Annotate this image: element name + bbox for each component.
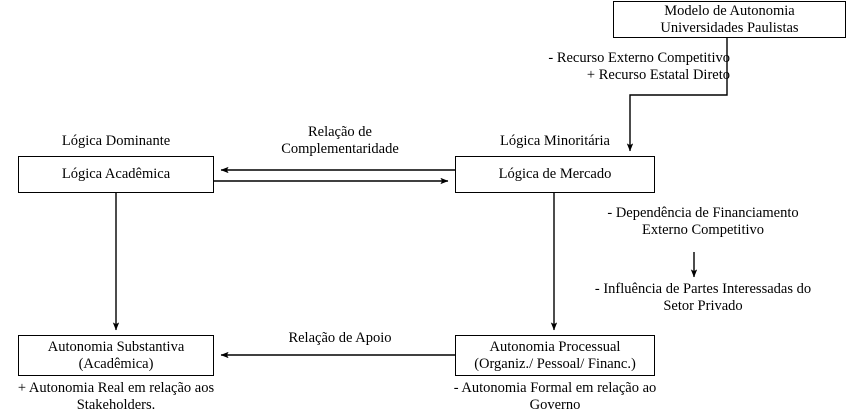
label-influencia-line1: - Influência de Partes Interessadas do xyxy=(594,281,812,297)
label-autonomia-real-stakeholders: + Autonomia Real em relação aos Stakehol… xyxy=(0,380,232,414)
label-recurso-line2: + Recurso Estatal Direto xyxy=(586,67,730,84)
node-mercado-line1: Lógica de Mercado xyxy=(498,166,612,183)
node-autonomia-substantiva[interactable]: Autonomia Substantiva (Acadêmica) xyxy=(18,335,214,376)
label-complement-line1: Relação de xyxy=(307,124,372,140)
node-substantiva-line1: Autonomia Substantiva xyxy=(47,338,185,355)
label-dependencia-line1: - Dependência de Financiamento xyxy=(607,205,799,221)
label-relacao-de-apoio: Relação de Apoio xyxy=(240,330,440,347)
node-processual-line1: Autonomia Processual xyxy=(489,338,621,355)
label-autonomia-formal-governo: - Autonomia Formal em relação ao Governo xyxy=(440,380,670,414)
node-processual-line2: (Organiz./ Pessoal/ Financ.) xyxy=(474,355,636,372)
label-recurso-line1: - Recurso Externo Competitivo xyxy=(548,50,730,66)
label-dominante-text: Lógica Dominante xyxy=(61,133,171,149)
label-complement-line2: Complementaridade xyxy=(281,141,399,158)
label-dependencia-financiamento: - Dependência de Financiamento Externo C… xyxy=(558,205,848,239)
label-recurso-externo-estatal: - Recurso Externo Competitivo + Recurso … xyxy=(455,50,730,84)
label-autonomia-real-line2: Stakeholders. xyxy=(76,397,156,414)
node-modelo-line1: Modelo de Autonomia xyxy=(664,2,795,19)
label-influencia-line2: Setor Privado xyxy=(663,298,743,315)
node-logica-academica[interactable]: Lógica Acadêmica xyxy=(18,156,214,193)
node-academica-line1: Lógica Acadêmica xyxy=(61,166,171,183)
node-logica-de-mercado[interactable]: Lógica de Mercado xyxy=(455,156,655,193)
node-autonomia-processual[interactable]: Autonomia Processual (Organiz./ Pessoal/… xyxy=(455,335,655,376)
label-apoio-text: Relação de Apoio xyxy=(288,330,392,346)
label-logica-minoritaria: Lógica Minoritária xyxy=(455,133,655,150)
label-influencia-partes-interessadas: - Influência de Partes Interessadas do S… xyxy=(558,281,848,315)
label-dependencia-line2: Externo Competitivo xyxy=(641,222,765,239)
node-substantiva-line2: (Acadêmica) xyxy=(78,355,154,372)
node-modelo-line2: Universidades Paulistas xyxy=(660,19,799,36)
node-modelo-autonomia[interactable]: Modelo de Autonomia Universidades Paulis… xyxy=(613,1,846,38)
label-autonomia-formal-line1: - Autonomia Formal em relação ao xyxy=(453,380,657,396)
label-logica-dominante: Lógica Dominante xyxy=(18,133,214,150)
label-autonomia-formal-line2: Governo xyxy=(529,397,581,414)
label-relacao-de-complementaridade: Relação de Complementaridade xyxy=(240,124,440,158)
label-minoritaria-text: Lógica Minoritária xyxy=(500,133,610,149)
label-autonomia-real-line1: + Autonomia Real em relação aos xyxy=(17,380,215,396)
